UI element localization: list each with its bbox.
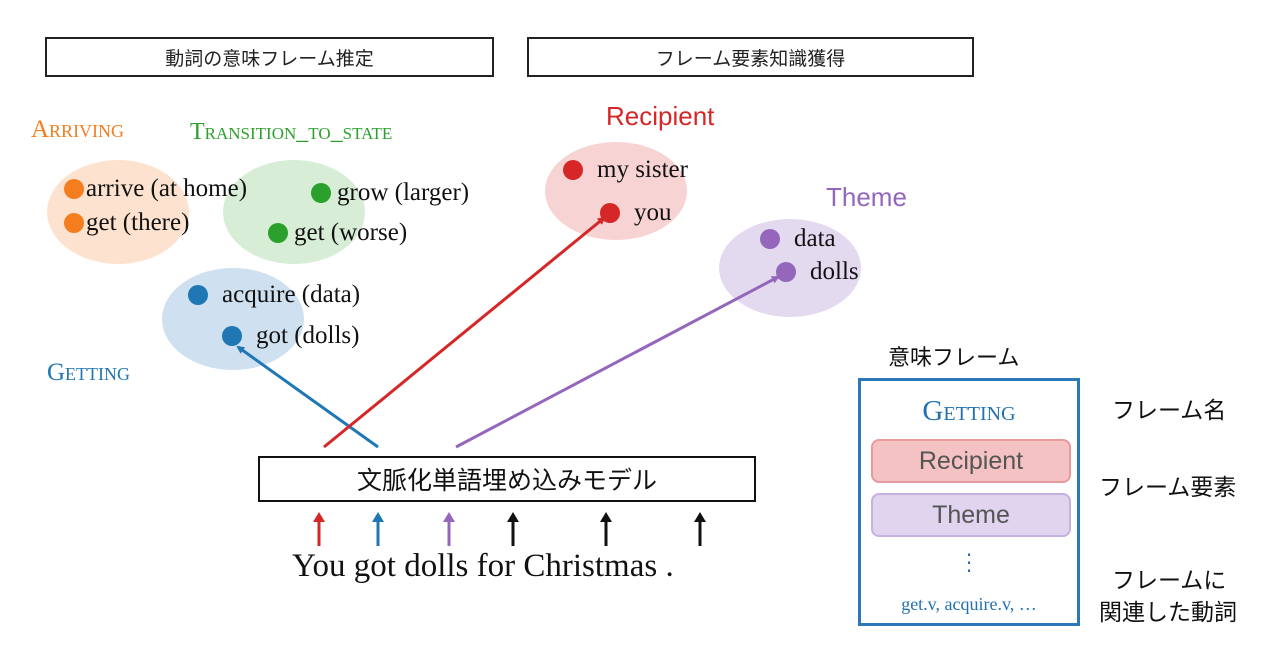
arriving-dot-icon (64, 213, 84, 233)
item-label: my sister (597, 156, 688, 183)
item-label: dolls (810, 258, 859, 285)
cluster-arriving (47, 160, 189, 264)
legend-related-verbs: get.v, acquire.v, … (901, 594, 1037, 614)
word-dolls: dolls (776, 258, 859, 286)
theme-dot-icon (760, 229, 780, 249)
transition-dot-icon (311, 183, 331, 203)
item-label: grow (larger) (337, 179, 470, 206)
frame-label-getting: Getting (47, 359, 131, 386)
header-verb-frame-estimation: 動詞の意味フレーム推定 (45, 37, 494, 77)
legend-title: 意味フレーム (888, 346, 1020, 371)
side-label-related-verbs-2: 関連した動詞 (1099, 600, 1237, 626)
item-label: you (634, 199, 672, 226)
item-label: acquire (data) (222, 281, 361, 308)
input-sentence: You got dolls for Christmas . (292, 548, 674, 584)
header-frame-element-acquisition: フレーム要素知識獲得 (527, 37, 974, 77)
word-data: data (760, 225, 836, 253)
word-got-dolls: got (dolls) (222, 322, 359, 350)
item-label: data (794, 225, 836, 252)
cluster-getting (162, 268, 304, 370)
cluster-recipient (545, 142, 687, 240)
header-verb-frame-estimation-label: 動詞の意味フレーム推定 (165, 47, 374, 70)
item-label: got (dolls) (256, 322, 360, 349)
getting-dot-icon (188, 285, 208, 305)
arrow-dolls-to-theme (455, 275, 780, 449)
vertical-ellipsis-icon: ··· (965, 543, 973, 583)
arrow-you-to-recipient (323, 216, 606, 449)
legend-element-label: Recipient (918, 446, 1024, 475)
side-label-related-verbs-1: フレームに (1112, 568, 1227, 594)
header-frame-element-acquisition-label: フレーム要素知識獲得 (655, 47, 846, 70)
contextual-embedding-model: 文脈化単語埋め込みモデル (258, 456, 756, 502)
item-label: get (there) (86, 209, 190, 236)
word-get-there: get (there) (64, 209, 189, 237)
word-acquire-data: acquire (data) (188, 281, 360, 309)
item-label: arrive (at home) (86, 175, 248, 202)
semantic-frame-legend: Getting Recipient Theme ··· get.v, acqui… (858, 378, 1080, 626)
arrow-got-to-getting (236, 345, 379, 449)
legend-element-recipient: Recipient (871, 439, 1071, 483)
getting-dot-icon (222, 326, 242, 346)
legend-element-theme: Theme (871, 493, 1071, 537)
legend-frame-name: Getting (922, 395, 1016, 427)
legend-element-label: Theme (932, 500, 1010, 529)
transition-dot-icon (268, 223, 288, 243)
side-label-frame-elements: フレーム要素 (1099, 475, 1237, 501)
arriving-dot-icon (64, 179, 84, 199)
word-you: you (600, 199, 672, 227)
theme-dot-icon (776, 262, 796, 282)
recipient-dot-icon (563, 160, 583, 180)
cluster-transition (223, 160, 365, 264)
word-grow-larger: grow (larger) (311, 179, 469, 207)
frame-label-transition: Transition_to_state (190, 119, 393, 145)
word-arrive-at-home: arrive (at home) (64, 175, 247, 203)
frame-label-arriving: Arriving (31, 116, 125, 143)
role-label-theme: Theme (826, 182, 907, 212)
side-label-frame-name: フレーム名 (1112, 398, 1227, 424)
word-get-worse: get (worse) (268, 219, 407, 247)
item-label: get (worse) (294, 219, 408, 246)
role-label-recipient: Recipient (606, 101, 715, 131)
model-label: 文脈化単語埋め込みモデル (356, 466, 657, 495)
word-my-sister: my sister (563, 156, 688, 184)
